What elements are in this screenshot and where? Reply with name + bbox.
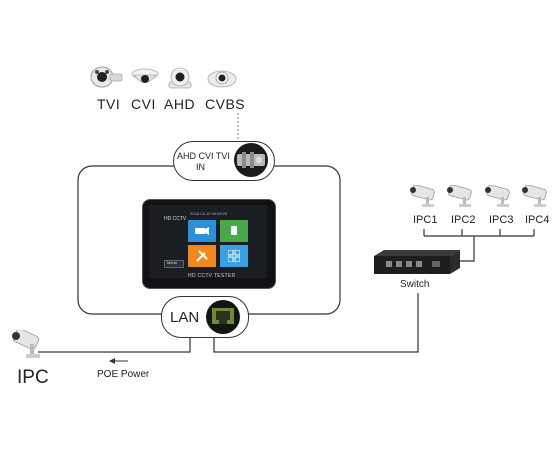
ipc2-label: IPC2 bbox=[451, 214, 476, 226]
tester-footer: HD CCTV TESTER bbox=[188, 273, 236, 279]
input-port-label-line2: IN bbox=[196, 162, 205, 172]
ahd-dome-camera-icon bbox=[168, 67, 192, 89]
wrench-icon bbox=[196, 250, 208, 262]
ipc4-label: IPC4 bbox=[525, 214, 550, 226]
network-switch-icon bbox=[374, 250, 460, 274]
poe-arrow-head bbox=[109, 358, 115, 364]
tester-menu-button bbox=[164, 260, 184, 268]
network-tile-icon bbox=[231, 226, 237, 235]
tester-tile-apps bbox=[220, 245, 248, 267]
bnc-connector-icon bbox=[234, 143, 268, 177]
grid-icon bbox=[228, 250, 240, 262]
tester-brand: HD CCTV bbox=[164, 216, 187, 222]
ipc1-camera-icon bbox=[410, 185, 435, 207]
ipc1-label: IPC1 bbox=[413, 214, 438, 226]
input-label-ahd: AHD bbox=[164, 96, 196, 112]
input-label-cvi: CVI bbox=[131, 96, 156, 112]
ipc2-camera-icon bbox=[447, 185, 472, 207]
cvi-dome-camera-icon bbox=[131, 68, 159, 83]
camera-tile-icon bbox=[195, 227, 209, 235]
switch-line bbox=[213, 293, 419, 353]
switch-label: Switch bbox=[400, 279, 430, 290]
ipc4-camera-icon bbox=[522, 185, 547, 207]
rj45-port-icon bbox=[206, 300, 240, 334]
input-label-tvi: TVI bbox=[97, 96, 121, 112]
tester-menu-label: Menu bbox=[167, 260, 178, 265]
lan-label: LAN bbox=[170, 309, 200, 326]
poe-ipc-label: IPC bbox=[17, 367, 49, 388]
poe-power-label: POE Power bbox=[97, 369, 150, 380]
tvi-bullet-camera-icon bbox=[90, 66, 123, 88]
input-label-cvbs: CVBS bbox=[205, 96, 246, 112]
ipc3-camera-icon bbox=[485, 185, 510, 207]
cvbs-turret-camera-icon bbox=[207, 70, 237, 88]
tester-timestamp: 2018-03-19 09:28:09 bbox=[190, 211, 228, 216]
ipc3-label: IPC3 bbox=[489, 214, 514, 226]
input-port-label-line1: AHD CVI TVI bbox=[177, 151, 230, 161]
poe-ipc-camera-icon bbox=[12, 330, 40, 358]
